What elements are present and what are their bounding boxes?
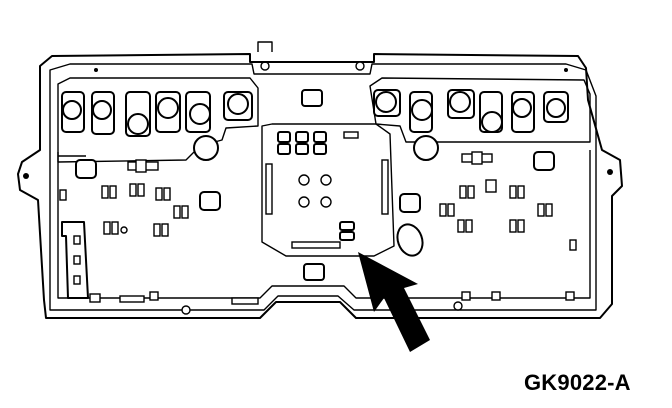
left-board-components (59, 159, 259, 305)
left-gauge-sockets (57, 77, 259, 163)
right-board-components (303, 151, 577, 301)
figure-reference-label: GK9022-A (524, 370, 631, 395)
callout-arrow (358, 252, 430, 352)
center-panel (261, 89, 424, 257)
right-gauge-sockets (369, 77, 591, 161)
